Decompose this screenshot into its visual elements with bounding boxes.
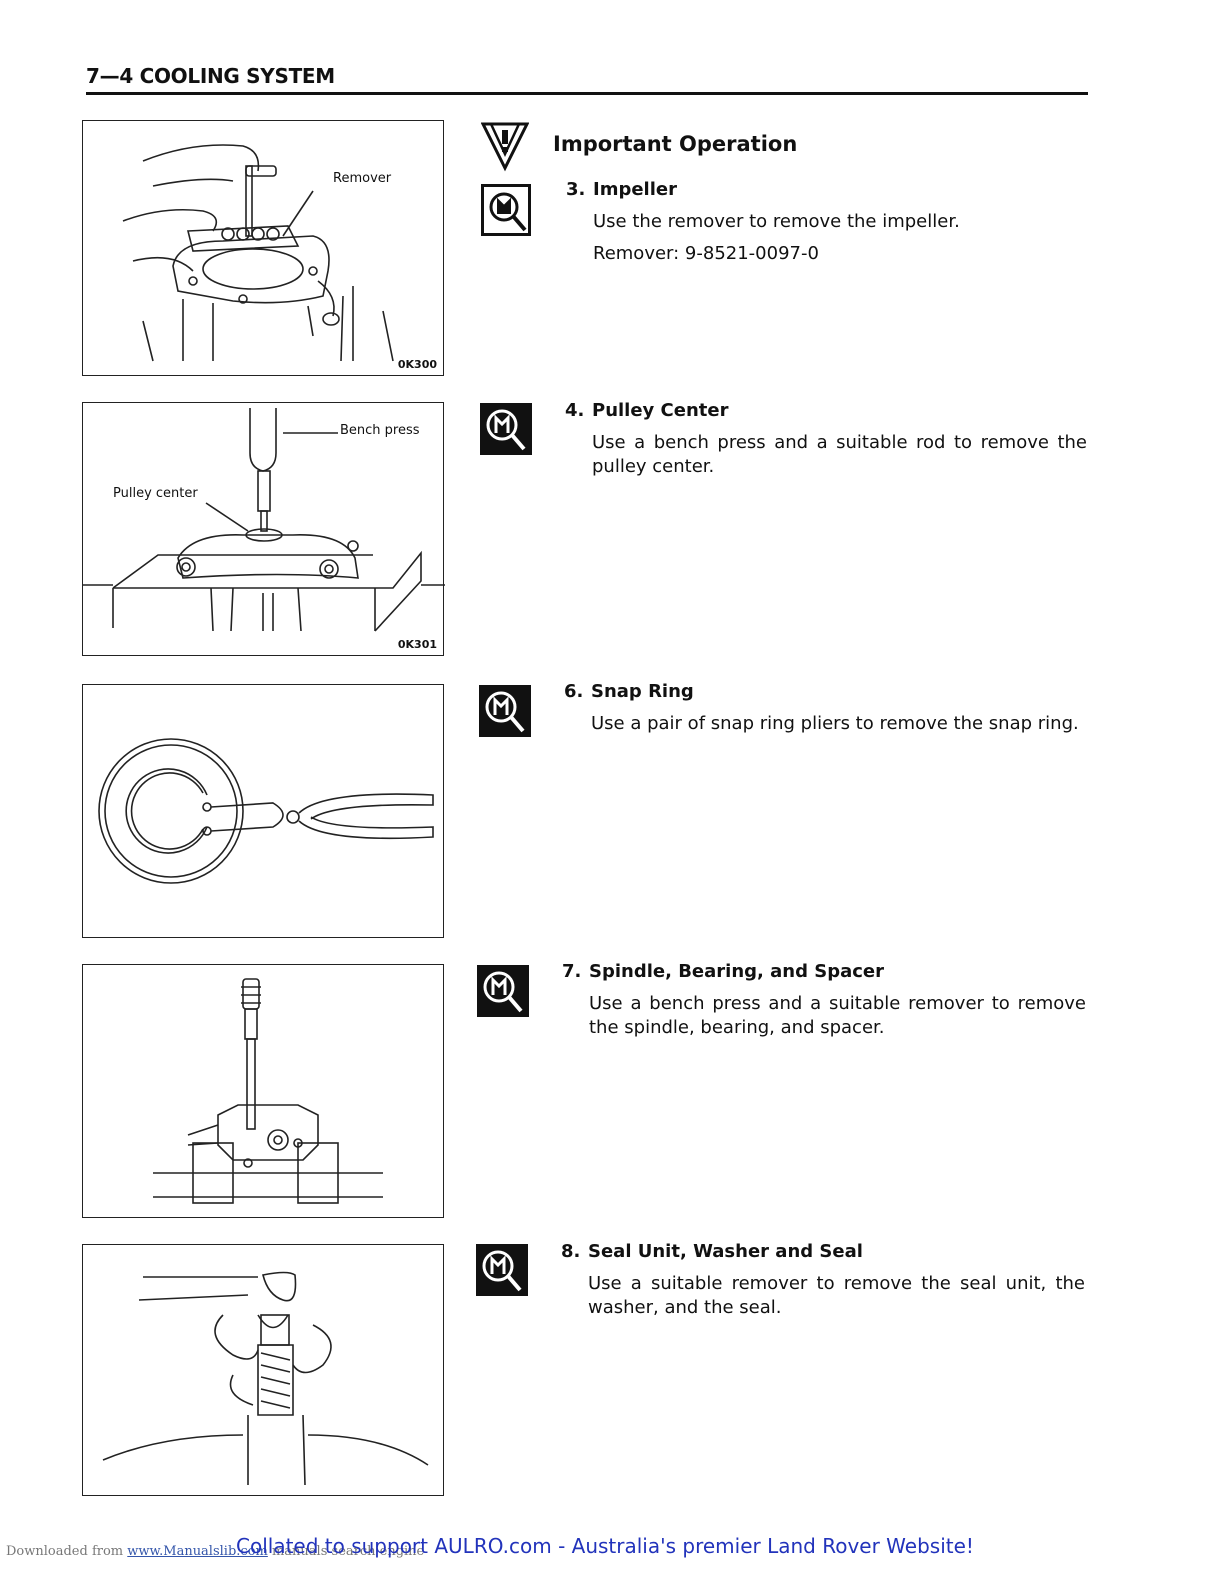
disassembly-inspection-icon xyxy=(479,685,531,737)
step-number: 7. xyxy=(562,961,582,982)
figure-pulley-center: Bench press Pulley center 0K301 xyxy=(82,402,445,656)
step-instruction: Use a bench press and a suitable remover… xyxy=(589,993,1086,1038)
pulley-center-illustration xyxy=(83,408,445,632)
step-title: 4. Pulley Center xyxy=(565,400,1087,421)
step-instruction: Use a bench press and a suitable rod to … xyxy=(592,432,1087,477)
download-note: Downloaded from www.Manualslib.com manua… xyxy=(6,1544,424,1559)
page-header: 7—4 COOLING SYSTEM xyxy=(86,62,1088,95)
pulley-center-label: Pulley center xyxy=(113,486,198,501)
step-body: Use the remover to remove the impeller. … xyxy=(593,210,1066,266)
step-title: 3. Impeller xyxy=(566,179,1066,200)
step-seal-unit: 8. Seal Unit, Washer and Seal Use a suita… xyxy=(561,1241,1085,1328)
disassembly-inspection-icon xyxy=(477,965,529,1017)
step-number: 8. xyxy=(561,1241,581,1262)
disassembly-inspection-icon xyxy=(481,184,531,236)
step-title-text: Snap Ring xyxy=(591,681,694,702)
remover-label: Remover xyxy=(333,171,392,186)
step-number: 6. xyxy=(564,681,584,702)
caution-triangle-icon xyxy=(481,122,529,172)
page-title: 7—4 COOLING SYSTEM xyxy=(86,64,335,88)
step-body: Use a bench press and a suitable rod to … xyxy=(592,431,1087,479)
step-title-text: Pulley Center xyxy=(592,400,729,421)
impeller-illustration xyxy=(122,144,394,362)
step-title-text: Impeller xyxy=(593,179,677,200)
seal-unit-illustration xyxy=(102,1271,429,1486)
step-snap-ring: 6. Snap Ring Use a pair of snap ring plie… xyxy=(564,681,1086,744)
bench-press-label: Bench press xyxy=(340,423,420,438)
step-instruction: Use a suitable remover to remove the sea… xyxy=(588,1273,1085,1318)
important-operation-title: Important Operation xyxy=(553,132,798,156)
step-number: 3. xyxy=(566,179,586,200)
manualslib-link[interactable]: www.Manualslib.com xyxy=(127,1544,268,1559)
figure-code: 0K300 xyxy=(397,358,437,371)
search-engine-text: manuals search engine xyxy=(271,1544,425,1559)
step-instruction: Use a pair of snap ring pliers to remove… xyxy=(591,713,1079,734)
step-spindle-bearing-spacer: 7. Spindle, Bearing, and Spacer Use a ben… xyxy=(562,961,1086,1048)
figure-seal-unit xyxy=(82,1244,444,1496)
step-instruction: Use the remover to remove the impeller. xyxy=(593,211,960,232)
figure-code: 0K301 xyxy=(397,638,437,651)
disassembly-inspection-icon xyxy=(480,403,532,455)
figure-snap-ring xyxy=(82,684,444,938)
step-pulley-center: 4. Pulley Center Use a bench press and a … xyxy=(565,400,1087,487)
step-title: 7. Spindle, Bearing, and Spacer xyxy=(562,961,1086,982)
figure-spindle xyxy=(82,964,444,1218)
step-title: 6. Snap Ring xyxy=(564,681,1086,702)
tool-number: Remover: 9-8521-0097-0 xyxy=(593,243,819,264)
downloaded-text: Downloaded from xyxy=(6,1544,124,1559)
collated-banner: Collated to support AULRO.com - Australi… xyxy=(236,1534,974,1558)
step-impeller: 3. Impeller Use the remover to remove the… xyxy=(566,179,1066,274)
step-title-text: Seal Unit, Washer and Seal xyxy=(588,1241,863,1262)
step-number: 4. xyxy=(565,400,585,421)
step-body: Use a suitable remover to remove the sea… xyxy=(588,1272,1085,1320)
disassembly-inspection-icon xyxy=(476,1244,528,1296)
spindle-illustration xyxy=(153,978,383,1204)
snap-ring-illustration xyxy=(98,738,434,884)
figure-impeller: Remover 0K300 xyxy=(82,120,444,376)
step-body: Use a pair of snap ring pliers to remove… xyxy=(591,712,1086,736)
step-title: 8. Seal Unit, Washer and Seal xyxy=(561,1241,1085,1262)
step-body: Use a bench press and a suitable remover… xyxy=(589,992,1086,1040)
step-title-text: Spindle, Bearing, and Spacer xyxy=(589,961,884,982)
page-footer: Downloaded from www.Manualslib.com manua… xyxy=(0,1534,1224,1564)
